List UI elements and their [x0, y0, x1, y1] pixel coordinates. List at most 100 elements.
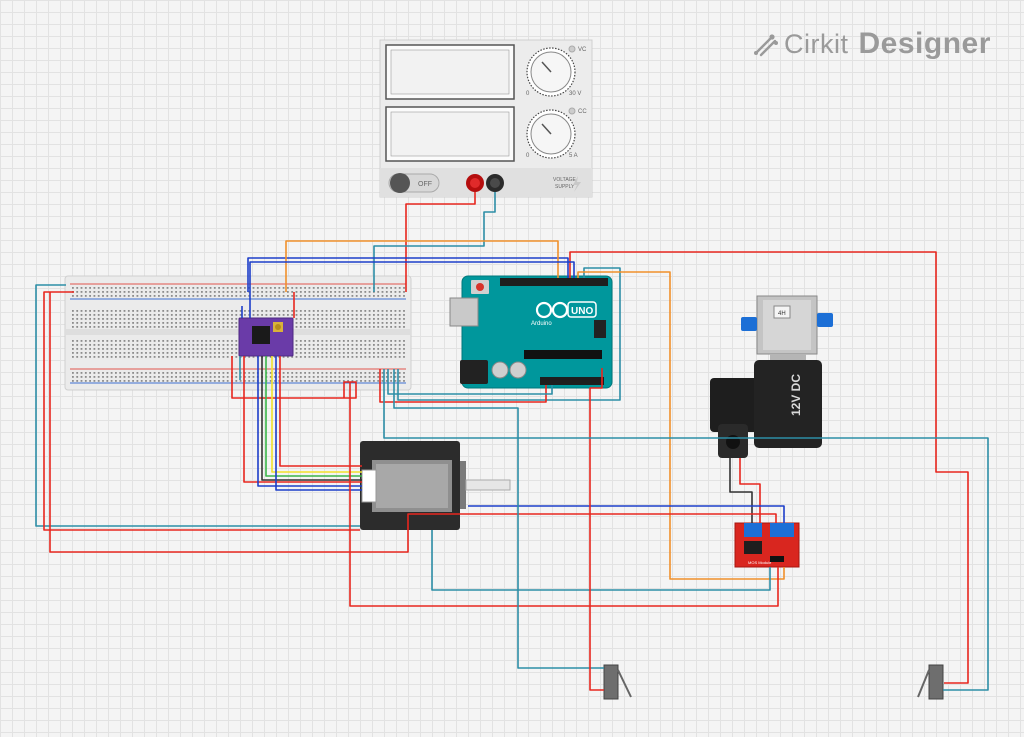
breadboard-hole: [321, 352, 324, 354]
breadboard-hole: [325, 372, 328, 374]
breadboard-hole: [76, 372, 79, 374]
breadboard-hole: [127, 326, 130, 328]
positive-terminal[interactable]: [466, 174, 484, 192]
stepper-driver-module[interactable]: [238, 317, 294, 357]
breadboard-hole: [377, 372, 380, 374]
solenoid-valve[interactable]: 4H 12V DC: [710, 295, 833, 458]
breadboard-hole: [235, 326, 238, 328]
breadboard-hole: [158, 322, 160, 324]
breadboard-hole: [188, 318, 190, 320]
breadboard-hole: [84, 326, 87, 328]
breadboard-hole: [398, 295, 401, 297]
breadboard-hole: [235, 314, 238, 316]
breadboard-hole: [321, 380, 324, 382]
breadboard-hole: [385, 340, 388, 342]
negative-terminal[interactable]: [486, 174, 504, 192]
breadboard-hole: [295, 344, 298, 346]
breadboard-hole: [72, 310, 74, 312]
reset-button[interactable]: [476, 283, 484, 291]
breadboard-hole: [201, 352, 203, 354]
breadboard-hole: [222, 295, 225, 297]
breadboard-hole: [398, 340, 401, 342]
power-switch[interactable]: OFF: [388, 173, 440, 193]
current-knob[interactable]: [526, 109, 576, 159]
breadboard-hole: [218, 287, 220, 289]
wire-driver-black: [261, 356, 362, 481]
breadboard-hole: [209, 356, 212, 358]
breadboard-hole: [175, 372, 177, 374]
breadboard-hole: [304, 314, 306, 316]
breadboard-hole: [304, 344, 306, 346]
breadboard-hole: [308, 287, 311, 289]
breadboard-hole: [188, 326, 190, 328]
breadboard-hole: [158, 376, 160, 378]
breadboard-hole: [205, 318, 208, 320]
breadboard-hole: [377, 318, 380, 320]
breadboard-hole: [235, 372, 238, 374]
breadboard-hole: [231, 314, 233, 316]
breadboard-hole: [140, 340, 143, 342]
breadboard-hole: [209, 310, 212, 312]
breadboard-hole: [287, 314, 289, 316]
breadboard-hole: [287, 295, 289, 297]
breadboard-hole: [312, 291, 315, 293]
breadboard-hole: [183, 356, 186, 358]
breadboard-hole: [312, 372, 315, 374]
breadboard-hole: [226, 287, 229, 289]
breadboard-hole: [265, 314, 268, 316]
wire-mosfet-gnd-red: [349, 382, 779, 607]
dc-jack: [460, 360, 488, 384]
breadboard-hole: [218, 348, 220, 350]
breadboard-hole: [226, 322, 229, 324]
breadboard[interactable]: [64, 275, 412, 391]
breadboard-hole: [153, 310, 156, 312]
breadboard-hole: [140, 310, 143, 312]
breadboard-hole: [338, 344, 341, 346]
breadboard-hole: [295, 348, 298, 350]
breadboard-hole: [368, 376, 371, 378]
breadboard-hole: [351, 380, 354, 382]
breadboard-hole: [84, 287, 87, 289]
breadboard-hole: [123, 372, 126, 374]
limit-switch-right[interactable]: [917, 664, 944, 700]
limit-switch-left[interactable]: [603, 664, 632, 700]
breadboard-hole: [110, 340, 113, 342]
breadboard-hole: [158, 287, 160, 289]
breadboard-hole: [299, 340, 302, 342]
breadboard-hole: [385, 356, 388, 358]
breadboard-hole: [80, 295, 83, 297]
breadboard-hole: [325, 318, 328, 320]
mosfet-module[interactable]: MOS Module: [734, 522, 800, 568]
breadboard-hole: [373, 295, 375, 297]
breadboard-hole: [321, 376, 324, 378]
breadboard-hole: [334, 352, 337, 354]
breadboard-hole: [235, 291, 238, 293]
stepper-motor[interactable]: [360, 441, 511, 530]
breadboard-hole: [312, 348, 315, 350]
dc-power-supply[interactable]: VC CC 0 30 V 0 5 A OFF VOLTAGE SUPPLY: [379, 39, 593, 198]
breadboard-hole: [312, 295, 315, 297]
breadboard-hole: [145, 344, 147, 346]
breadboard-hole: [183, 318, 186, 320]
breadboard-hole: [368, 318, 371, 320]
breadboard-hole: [398, 376, 401, 378]
breadboard-hole: [140, 376, 143, 378]
breadboard-hole: [261, 295, 263, 297]
solenoid-coil-housing: [710, 378, 762, 432]
breadboard-hole: [196, 380, 199, 382]
breadboard-hole: [325, 326, 328, 328]
wire-mosfet-red: [49, 292, 777, 553]
breadboard-hole: [403, 314, 405, 316]
analog-power-header: [540, 377, 604, 385]
breadboard-hole: [76, 380, 79, 382]
breadboard-hole: [115, 372, 117, 374]
breadboard-hole: [188, 372, 190, 374]
breadboard-hole: [351, 372, 354, 374]
arduino-uno[interactable]: UNO Arduino: [449, 275, 613, 389]
breadboard-hole: [334, 380, 337, 382]
breadboard-hole: [381, 352, 384, 354]
breadboard-hole: [76, 352, 79, 354]
voltage-knob[interactable]: [526, 47, 576, 97]
